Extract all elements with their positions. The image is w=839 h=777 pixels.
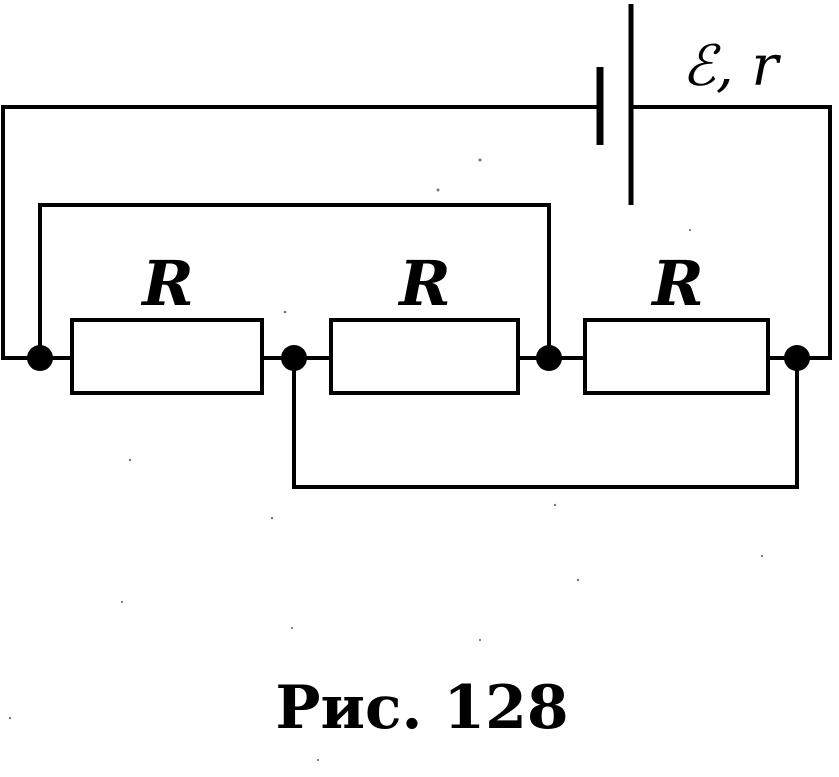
upper-bypass-wire — [38, 203, 551, 360]
junction-node-a — [27, 345, 53, 371]
resistor-3 — [583, 318, 770, 395]
junction-node-b — [281, 345, 307, 371]
lower-bypass-wire — [292, 356, 799, 489]
outer-wire-left — [1, 105, 600, 360]
battery-symbol — [596, 4, 634, 205]
resistor-1 — [70, 318, 264, 395]
scan-noise — [8, 158, 764, 762]
outer-wire-right — [630, 105, 832, 360]
junction-node-d — [784, 345, 810, 371]
resistor-3-label: R — [650, 247, 704, 320]
resistor-2-label: R — [397, 247, 451, 320]
figure-caption: Рис. 128 — [275, 673, 568, 743]
resistor-2 — [329, 318, 520, 395]
battery-label: ℰ, r — [682, 34, 782, 99]
resistor-1-label: R — [140, 247, 194, 320]
junction-node-c — [536, 345, 562, 371]
